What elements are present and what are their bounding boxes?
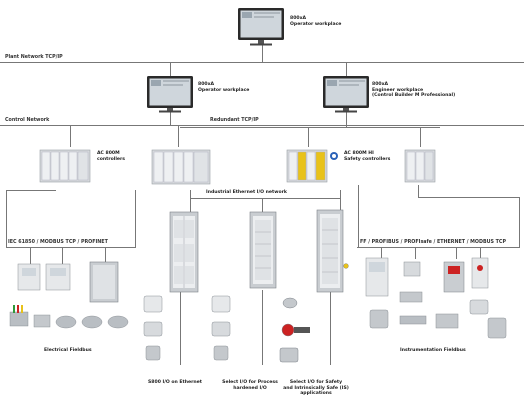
ac800m-hi-safety-controller: [286, 149, 338, 183]
mid-operator-label: 800xA Operator workplace: [198, 82, 249, 93]
industrial-ethernet-label: Industrial Ethernet I/O network: [206, 190, 287, 195]
ac800mhi-label-line1: AC 800M HI: [344, 151, 374, 156]
electrical-motor-3: [107, 315, 129, 329]
mid-operator-monitor: [147, 76, 193, 113]
engineer-label-line3: (Control Builder M Professional): [372, 93, 456, 99]
select-safety-line1: Select I/O for Safety: [289, 380, 343, 385]
connector: [346, 112, 347, 128]
ac800m-label-line2: controllers: [97, 156, 126, 162]
right-fieldbus-label: FF / PROFIBUS / PROFIsafe / ETHERNET / M…: [360, 240, 506, 245]
top-operator-monitor: [238, 8, 284, 46]
ac800m-label: AC 800M controllers: [97, 151, 125, 162]
connector: [456, 247, 457, 259]
s800-label: S800 I/O on Ethernet: [148, 380, 202, 385]
connector: [105, 247, 106, 262]
redundant-network-line: [180, 127, 440, 128]
instrumentation-device-3: [443, 261, 465, 293]
electrical-motor-1: [55, 315, 77, 329]
top-operator-label: 800xA Operator workplace: [290, 16, 341, 27]
connector: [330, 290, 331, 365]
electrical-field-device-2: [33, 314, 51, 328]
ac800m-controller-group-left: [39, 149, 91, 183]
instrumentation-device-1: [365, 257, 389, 297]
connector: [420, 127, 421, 147]
redundant-network-label: Redundant TCP/IP: [210, 118, 259, 123]
control-network-line: [0, 125, 524, 126]
connector: [519, 197, 520, 247]
engineer-label: 800xA Engineer workplace (Control Builde…: [372, 82, 455, 99]
industrial-ethernet-line: [190, 198, 340, 199]
mid-operator-label-line1: 800xA: [198, 82, 215, 87]
connector: [178, 125, 179, 147]
engineer-label-line1: 800xA: [372, 82, 389, 87]
ac800mhi-label: AC 800M HI Safety controllers: [344, 151, 390, 162]
connector: [358, 185, 359, 248]
electrical-field-device-1: [9, 305, 29, 327]
electrical-device-panel-2: [45, 263, 71, 291]
connector: [62, 247, 63, 265]
right-fieldbus-line: [357, 247, 520, 248]
electrical-device-panel-1: [17, 263, 41, 291]
connector: [262, 45, 263, 62]
connector: [135, 190, 136, 248]
instrumentation-device-5: [369, 299, 507, 339]
instrumentation-device-4: [471, 257, 489, 289]
connector: [418, 185, 419, 197]
safety-field-instruments: [279, 297, 310, 363]
top-operator-label-line1: 800xA: [290, 16, 307, 21]
connector: [381, 247, 382, 259]
select-safety-line2: and Intrinsically Safe (IS): [283, 385, 349, 391]
connector: [340, 190, 341, 212]
top-operator-label-line2: Operator workplace: [290, 21, 342, 27]
instrumentation-device-2: [399, 261, 423, 303]
connector: [170, 62, 171, 77]
select-io-safety-rack: [316, 209, 349, 293]
electrical-motor-2: [81, 315, 103, 329]
select-safety-line3: applications: [300, 391, 332, 397]
select-process-line2: hardened I/O: [233, 385, 267, 391]
iec-label: IEC 61850 / MODBUS TCP / PROFINET: [8, 240, 108, 245]
s800-field-instruments: [143, 295, 163, 361]
mid-operator-label-line2: Operator workplace: [198, 87, 250, 93]
process-field-instruments: [211, 295, 231, 361]
engineer-monitor: [323, 76, 369, 113]
plant-network-label: Plant Network TCP/IP: [5, 55, 63, 60]
connector: [308, 127, 309, 147]
connector: [480, 247, 481, 259]
connector: [6, 190, 7, 248]
connector: [415, 247, 416, 259]
ac800mhi-label-line2: Safety controllers: [344, 156, 391, 162]
select-safety-label: Select I/O for Safety and Intrinsically …: [280, 380, 352, 397]
electrical-fieldbus-label: Electrical Fieldbus: [44, 348, 92, 353]
connector: [30, 247, 31, 265]
control-network-label: Control Network: [5, 118, 50, 123]
select-io-process-rack: [249, 211, 277, 289]
instrumentation-fieldbus-label: Instrumentation Fieldbus: [400, 348, 466, 353]
engineer-label-line2: Engineer workplace: [372, 87, 424, 93]
connector: [170, 112, 171, 126]
ac800m-label-line1: AC 800M: [97, 151, 120, 156]
plant-network-line: [0, 62, 524, 63]
connector: [262, 198, 263, 212]
ac800m-controller-group-middle: [151, 149, 211, 185]
connector: [6, 190, 56, 191]
ac800m-controller-right: [404, 149, 436, 183]
s800-io-rack: [169, 211, 199, 293]
left-fieldbus-line: [6, 247, 136, 248]
select-process-line1: Select I/O for Process: [222, 380, 278, 385]
electrical-cabinet: [89, 261, 119, 303]
connector: [180, 290, 181, 365]
connector: [70, 125, 71, 147]
connector: [418, 197, 520, 198]
connector: [190, 190, 191, 212]
connector: [262, 290, 263, 365]
select-process-label: Select I/O for Process hardened I/O: [218, 380, 282, 391]
connector: [346, 62, 347, 77]
